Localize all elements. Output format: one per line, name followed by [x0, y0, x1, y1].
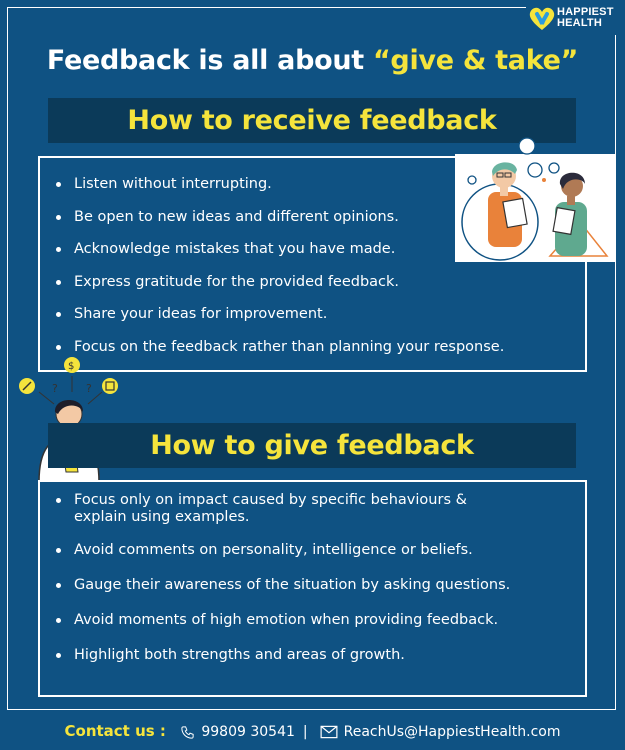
list-item-text: Avoid moments of high emotion when provi… [74, 612, 499, 628]
receive-heading-banner: How to receive feedback [48, 98, 576, 143]
list-item-text: Express gratitude for the provided feedb… [74, 273, 400, 290]
svg-text:?: ? [86, 382, 92, 395]
give-tips-box: Focus only on impact caused by specific … [38, 480, 587, 697]
list-item: Focus only on impact caused by specific … [40, 492, 585, 526]
page-title-prefix: Feedback is all about [46, 45, 373, 76]
mail-icon [320, 725, 338, 739]
list-item: Gauge their awareness of the situation b… [40, 577, 585, 594]
bullet-icon [56, 247, 61, 252]
receive-tips-box: Listen without interrupting. Be open to … [38, 156, 587, 372]
page-title-highlight: “give & take” [372, 45, 579, 76]
bullet-icon [56, 214, 61, 220]
list-item: Avoid moments of high emotion when provi… [40, 612, 585, 629]
list-item: Avoid comments on personality, intellige… [40, 542, 585, 559]
contact-phone[interactable]: 99809 30541 [201, 724, 295, 740]
list-item: Be open to new ideas and different opini… [40, 209, 585, 226]
list-item-text: Highlight both strengths and areas of gr… [74, 647, 405, 663]
receive-heading: How to receive feedback [127, 105, 497, 136]
list-item-text: Share your ideas for improvement. [74, 306, 328, 322]
list-item-text: Be open to new ideas and different opini… [74, 208, 399, 225]
bullet-icon [56, 653, 61, 658]
list-item-text: Focus only on impact caused by specific … [74, 492, 467, 525]
bullet-icon [56, 618, 61, 623]
brand-name-line2: HEALTH [557, 17, 602, 29]
brand-logo: HAPPIEST HEALTH [526, 3, 618, 35]
phone-icon [181, 725, 194, 739]
receive-tips-list: Listen without interrupting. Be open to … [40, 176, 585, 371]
bullet-icon [56, 279, 61, 285]
contact-label: Contact us : [64, 722, 166, 740]
page-title: Feedback is all about “give & take” [0, 45, 625, 76]
brand-name-line1: HAPPIEST [557, 6, 614, 18]
contact-bar: Contact us : 99809 30541 | ReachUs@Happie… [0, 722, 625, 744]
list-item: Focus on the feedback rather than planni… [40, 339, 585, 356]
list-item: Highlight both strengths and areas of gr… [40, 647, 585, 664]
heart-logo-icon [529, 7, 555, 30]
bullet-icon [56, 344, 61, 350]
svg-text:?: ? [52, 382, 58, 395]
bullet-icon [56, 312, 61, 317]
bullet-icon [56, 548, 61, 553]
bullet-icon [56, 583, 61, 588]
list-item: Share your ideas for improvement. [40, 306, 585, 323]
give-heading-banner: How to give feedback [48, 423, 576, 468]
page-frame [7, 7, 616, 710]
list-item-text: Listen without interrupting. [74, 176, 272, 192]
svg-text:$: $ [68, 361, 74, 372]
give-tips-list: Focus only on impact caused by specific … [40, 492, 585, 682]
bullet-icon [56, 498, 61, 503]
contact-separator: | [302, 724, 308, 740]
contact-email[interactable]: ReachUs@HappiestHealth.com [343, 724, 561, 740]
list-item-text: Gauge their awareness of the situation b… [74, 577, 511, 593]
give-heading: How to give feedback [150, 430, 474, 461]
brand-name: HAPPIEST HEALTH [557, 7, 614, 29]
list-item-text: Focus on the feedback rather than planni… [74, 338, 505, 355]
bullet-icon [56, 182, 61, 187]
list-item-text: Avoid comments on personality, intellige… [74, 542, 473, 558]
list-item-text: Acknowledge mistakes that you have made. [74, 241, 396, 257]
list-item: Listen without interrupting. [40, 176, 585, 193]
conversation-illustration [455, 137, 615, 262]
list-item: Acknowledge mistakes that you have made. [40, 241, 585, 258]
list-item: Express gratitude for the provided feedb… [40, 274, 585, 291]
